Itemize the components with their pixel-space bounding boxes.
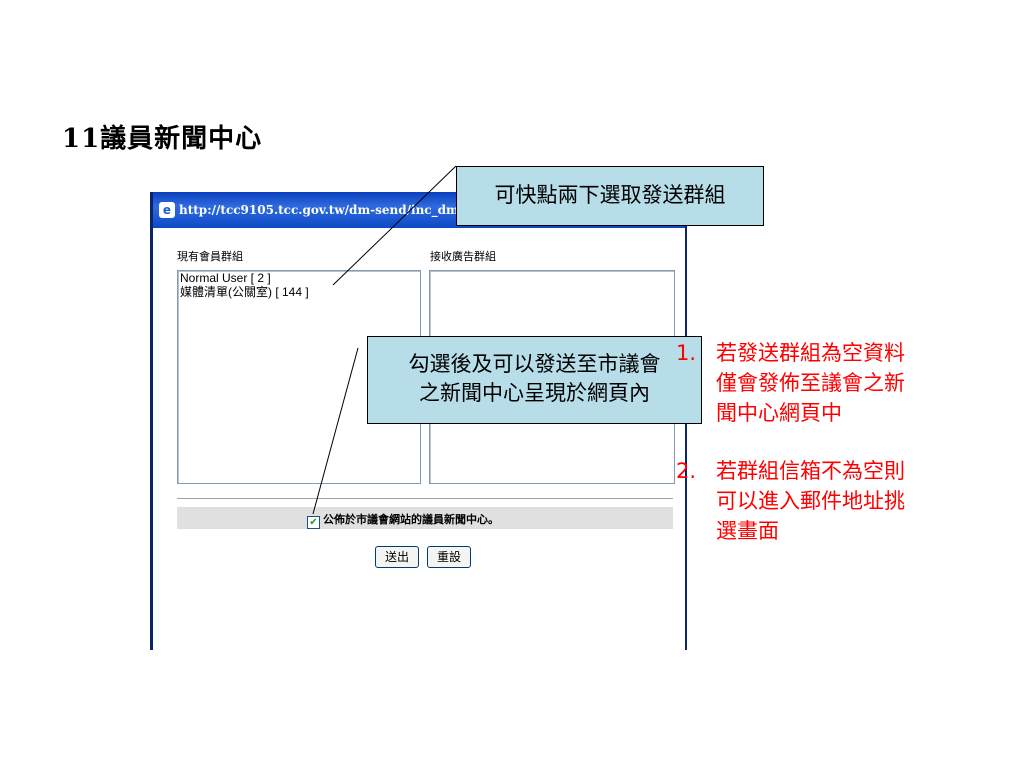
list-item[interactable]: 媒體清單(公關室) [ 144 ]: [180, 285, 309, 299]
callout-line: 之新聞中心呈現於網頁內: [419, 381, 650, 405]
window-title-url: http://tcc9105.tcc.gov.tw/dm-send/inc_dm…: [179, 203, 491, 217]
browser-icon: e: [159, 202, 175, 218]
slide-title: 11議員新聞中心: [62, 124, 263, 154]
note-line: 可以進入郵件地址挑: [716, 489, 905, 513]
publish-bar: ✔公佈於市議會網站的議員新聞中心。: [177, 507, 673, 529]
submit-button[interactable]: 送出: [375, 546, 419, 568]
note-line: 選畫面: [716, 519, 779, 543]
publish-checkbox-label: 公佈於市議會網站的議員新聞中心。: [323, 513, 499, 526]
note-line: 若群組信箱不為空則: [716, 459, 905, 483]
existing-groups-label: 現有會員群組: [177, 250, 243, 263]
callout-line: 勾選後及可以發送至市議會: [408, 352, 661, 376]
callout-publish-info: 勾選後及可以發送至市議會 之新聞中心呈現於網頁內: [367, 336, 702, 424]
receiving-groups-label: 接收廣告群組: [430, 250, 496, 263]
list-item[interactable]: Normal User [ 2 ]: [180, 271, 271, 285]
note-number: 2.: [676, 459, 697, 483]
reset-button[interactable]: 重設: [427, 546, 471, 568]
callout-double-click: 可快點兩下選取發送群組: [456, 166, 764, 226]
publish-checkbox[interactable]: ✔: [307, 516, 320, 529]
note-line: 僅會發佈至議會之新: [716, 371, 905, 395]
note-line: 若發送群組為空資料: [716, 341, 905, 365]
divider: [177, 498, 673, 499]
note-number: 1.: [676, 341, 697, 365]
note-line: 聞中心網頁中: [716, 401, 842, 425]
